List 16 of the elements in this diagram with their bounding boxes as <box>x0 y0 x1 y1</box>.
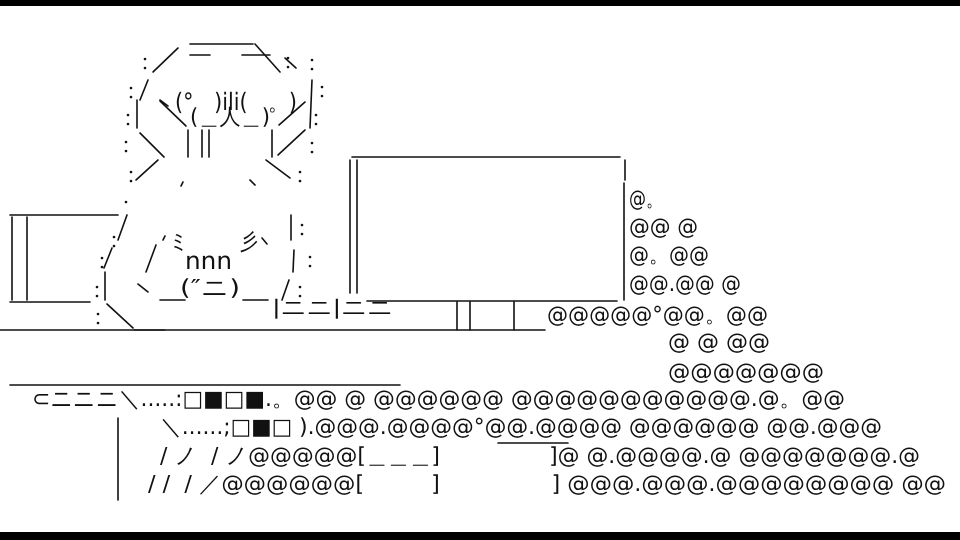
ascii-art-text: ⊂ニニニ＼.....:□■□■.。@@ @ @@@@@@ @@@@@@@@@@@.@。@@ <box>32 386 845 412</box>
ascii-art-text: 彡 <box>240 230 258 256</box>
ascii-art-text: @。 <box>629 186 663 212</box>
ascii-art-text: @。@@ <box>629 242 709 268</box>
ascii-art-text: / ノ / ノ@@@@@[＿＿＿] ]@ @.@@@@.@ @@@@@@@.@ <box>160 444 920 470</box>
ascii-art-text: @@.@@ @ <box>629 272 741 298</box>
ascii-art-text: ＼......;□■□ ).@@@.@@@@°@@.@@@@ @@@@@@ @@.@@@ <box>160 414 882 440</box>
ascii-art-text: @@@@@@@ <box>668 360 824 386</box>
ascii-art-text: ミ <box>170 230 188 256</box>
ascii-art-text: / / / ／@@@@@@[ ] ] @@@.@@@.@@@@@@@@ @@ <box>148 472 946 498</box>
ascii-art-text: @@@@@°@@。@@ <box>547 302 768 328</box>
ascii-art-text: @ @ @@ <box>668 330 770 356</box>
ascii-art-text: @@ @ <box>629 214 698 240</box>
ascii-art-text: (″ニ) <box>180 276 240 302</box>
ascii-art-text: nnn <box>185 248 232 276</box>
ascii-art-text: |ニニ|ニニ <box>272 296 393 319</box>
